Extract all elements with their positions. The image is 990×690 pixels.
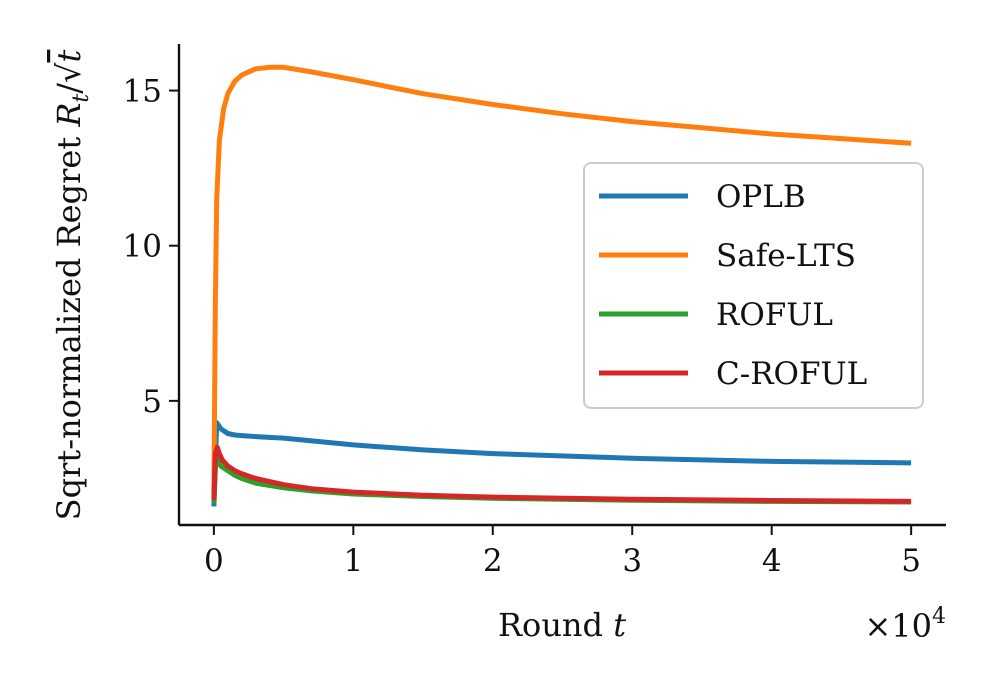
y-tick-label: 10 (123, 229, 162, 265)
legend: OPLB Safe-LTS ROFUL C-ROFUL (583, 162, 924, 409)
x-tick-label: 0 (204, 543, 224, 579)
x-tick-label: 4 (762, 543, 782, 579)
x-tick-label: 5 (901, 543, 921, 579)
series-line-c-roful (211, 444, 912, 504)
y-tick-label: 15 (123, 74, 162, 110)
legend-label-safe-lts: Safe-LTS (716, 238, 856, 274)
y-axis-label: Sqrt-normalized Regret Rt/√t (50, 50, 94, 521)
axis-ticks: 0 1 2 3 4 5 5 10 15 (123, 74, 921, 579)
x-tick-label: 3 (622, 543, 642, 579)
legend-box (583, 162, 924, 409)
series-lines (211, 64, 912, 507)
y-tick-label: 5 (142, 384, 162, 420)
series-line-safe-lts (211, 64, 912, 495)
legend-label-c-roful: C-ROFUL (716, 356, 867, 392)
x-tick-label: 2 (483, 543, 503, 579)
legend-label-roful: ROFUL (716, 297, 833, 333)
series-line-oplb (211, 420, 912, 507)
x-axis-label: Round t (498, 606, 626, 644)
legend-label-oplb: OPLB (716, 179, 806, 215)
x-tick-label: 1 (343, 543, 363, 579)
x-axis-multiplier: ×104 (864, 604, 946, 645)
